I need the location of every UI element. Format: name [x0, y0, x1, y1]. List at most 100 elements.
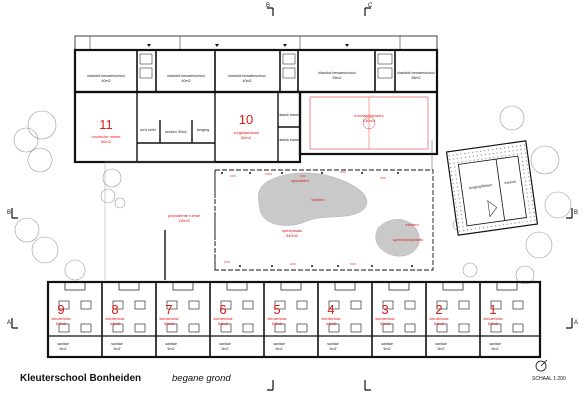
title-block: Kleuterschool Bonheiden begane grond SCH… — [20, 359, 566, 384]
room-label: wc's toilet — [140, 128, 155, 132]
room-area: 5m2 — [168, 347, 175, 351]
toilet-cubicle — [350, 323, 362, 333]
room-number: 7 — [165, 302, 172, 317]
toilet-cubicle — [458, 300, 470, 310]
room-number: 5 — [273, 302, 280, 317]
landscape-trees — [13, 105, 572, 285]
room-label: kleuterklas — [105, 316, 124, 321]
school-name: Kleuterschool Bonheiden — [20, 373, 141, 384]
toilet-cubicle — [58, 300, 70, 310]
toilet-cubicle — [490, 300, 502, 310]
room-number: 8 — [111, 302, 118, 317]
room-area: 60m2 — [488, 321, 499, 326]
room-area: 5m2 — [438, 347, 445, 351]
room-number: 1 — [489, 302, 496, 317]
playground-island — [258, 172, 368, 226]
toilet-cubicle — [404, 300, 416, 310]
room-label: kleuterklas — [429, 316, 448, 321]
room-number: 10 — [239, 112, 253, 127]
north-arrow-icon — [535, 360, 547, 372]
toilet-cubicle — [80, 300, 92, 310]
door-frame — [118, 281, 140, 291]
room-label: kleuterklas — [159, 316, 178, 321]
door-frame — [442, 281, 464, 291]
room-label: sanitair — [57, 342, 69, 346]
door-frame — [388, 281, 410, 291]
room-area: 60m2 — [241, 135, 252, 140]
center-zone — [104, 161, 434, 280]
north-room-labels: 11 muzische ruimte 60m2 10 zorgklaslokaa… — [91, 112, 383, 144]
room-label: klasblok bewaterschool — [87, 74, 124, 78]
north-block — [73, 35, 439, 170]
zone-label: speel/zandplaats — [393, 237, 423, 242]
room-label: sanitair — [381, 342, 393, 346]
room-label: kleuterklas — [375, 316, 394, 321]
toilet-cubicle — [436, 323, 448, 333]
door-frame — [334, 281, 356, 291]
room-label: klasblok bewaterschool — [228, 74, 265, 78]
room-area: 60m2 — [164, 321, 175, 326]
door-frame — [496, 281, 518, 291]
room-area: 5m2 — [222, 347, 229, 351]
room-label: klasblok bewaterschool — [318, 71, 355, 75]
room-area: 60m2 — [326, 321, 337, 326]
section-label: A — [7, 320, 11, 326]
annex-building: berging/fietsen keuken — [445, 140, 539, 236]
toilet-cubicle — [188, 300, 200, 310]
room-area: 340m2 — [286, 233, 299, 238]
south-classrooms: 9kleuterklas60m2sanitair5m28kleuterklas6… — [51, 281, 524, 351]
room-label: klasblok bewaterschool — [167, 74, 204, 78]
room-label: keuken 30m2 — [165, 130, 187, 134]
section-letters: B C B B A A — [7, 3, 578, 326]
room-area: 55m2 — [333, 76, 342, 80]
section-label: B — [266, 3, 270, 9]
room-label: kleuterklas — [321, 316, 340, 321]
room-label: muzische ruimte — [91, 134, 121, 139]
room-label: berging — [197, 128, 209, 132]
toilet-cubicle — [490, 323, 502, 333]
toilet-cubicle — [382, 323, 394, 333]
room-label: sanitair — [165, 342, 177, 346]
section-markers — [11, 7, 573, 391]
room-area: 60m2 — [218, 321, 229, 326]
toilet-cubicle — [220, 300, 232, 310]
room-label: sanitair — [111, 342, 123, 346]
toilet-cubicle — [134, 300, 146, 310]
toilet-cubicle — [328, 323, 340, 333]
toilet-cubicle — [404, 323, 416, 333]
door-frame — [226, 281, 248, 291]
section-label: C — [368, 3, 373, 9]
room-area: 60m2 — [272, 321, 283, 326]
south-block — [46, 280, 542, 359]
room-area: 60m2 — [110, 321, 121, 326]
toilet-cubicle — [220, 323, 232, 333]
north-classroom-labels: klasblok bewaterschool 40m2 klasblok bew… — [87, 71, 434, 83]
toilet-cubicle — [512, 300, 524, 310]
room-number: 3 — [381, 302, 388, 317]
toilet-cubicle — [242, 323, 254, 333]
toilet-cubicle — [112, 323, 124, 333]
toilet-cubicle — [134, 323, 146, 333]
toilet-cubicle — [166, 323, 178, 333]
room-area: 5m2 — [492, 347, 499, 351]
room-area: 60m2 — [434, 321, 445, 326]
room-area: 5m2 — [384, 347, 391, 351]
north-small-room-labels: wc's toilet keuken 30m2 berging klaslok … — [140, 113, 301, 142]
toilet-cubicle — [436, 300, 448, 310]
room-label: sanitair — [273, 342, 285, 346]
room-label: sanitair — [435, 342, 447, 346]
room-number: 4 — [327, 302, 334, 317]
zone-label: tuinbed — [405, 222, 418, 227]
toilet-cubicle — [80, 323, 92, 333]
toilet-cubicle — [58, 323, 70, 333]
center-labels: polyvalente ruimte 110m2 speelplaats 340… — [168, 178, 423, 242]
room-label: polyvalente ruimte — [168, 213, 201, 218]
room-label: kleuterklas — [51, 316, 70, 321]
scale-label: SCHAAL 1:200 — [532, 376, 566, 382]
